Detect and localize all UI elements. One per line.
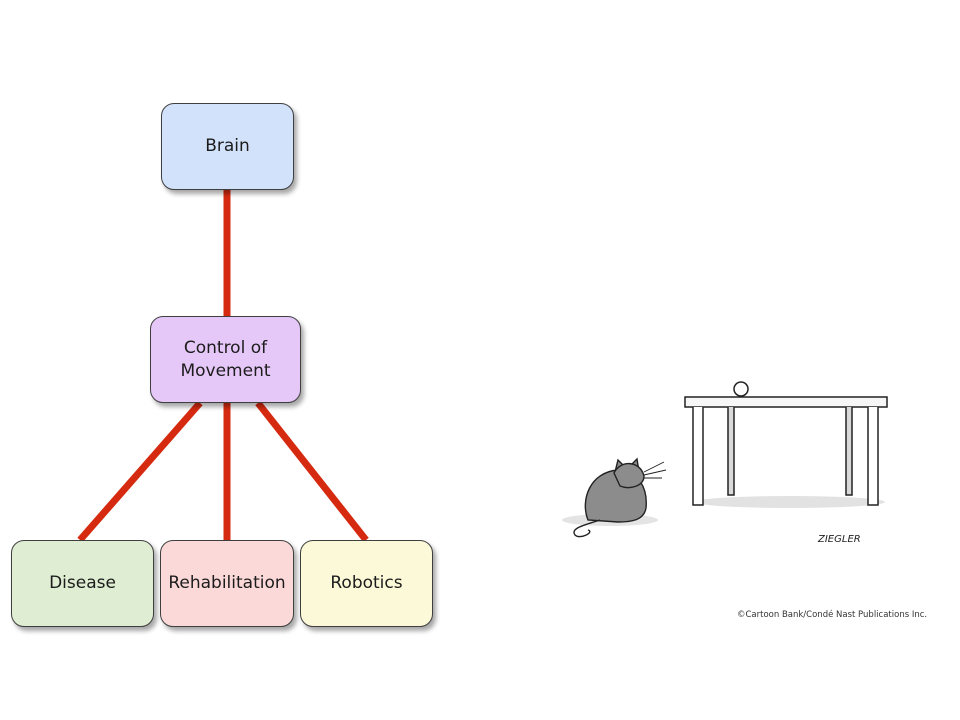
node-disease-label: Disease: [49, 573, 116, 593]
node-rehabilitation-label: Rehabilitation: [168, 573, 286, 593]
cat-drawing: [573, 457, 667, 538]
node-robotics: Robotics: [300, 540, 433, 627]
cat-table-cartoon: ZIEGLER: [562, 381, 888, 545]
node-control-of-movement: Control of Movement: [150, 316, 301, 403]
copyright-credit: ©Cartoon Bank/Condé Nast Publications In…: [737, 610, 928, 620]
node-disease: Disease: [11, 540, 154, 627]
edge-control-robotics: [255, 400, 369, 543]
node-control-label: Control of Movement: [180, 337, 271, 381]
node-rehabilitation: Rehabilitation: [160, 540, 294, 627]
edge-control-disease: [77, 400, 203, 543]
cartoonist-signature: ZIEGLER: [817, 534, 861, 545]
floor-shadow: [695, 496, 885, 508]
node-brain-label: Brain: [205, 136, 250, 156]
ball: [733, 381, 749, 397]
node-brain: Brain: [161, 103, 294, 190]
node-robotics-label: Robotics: [330, 573, 403, 593]
table-drawing: [684, 381, 888, 506]
